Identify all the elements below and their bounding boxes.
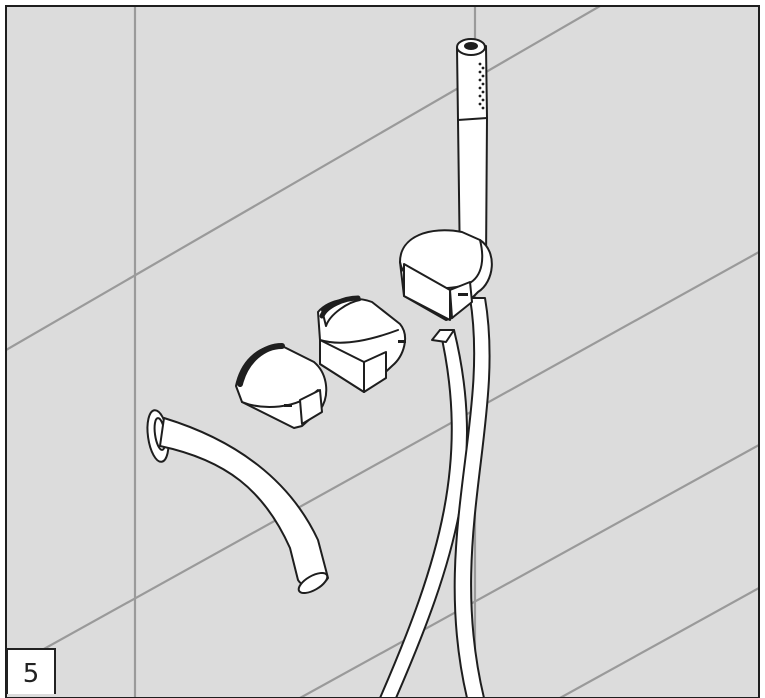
mixer-knob-right <box>317 295 407 393</box>
wall-spout <box>146 409 329 595</box>
mixer-knob-left <box>235 343 328 429</box>
figure-frame <box>5 5 760 698</box>
step-number-box: 5 <box>6 648 56 694</box>
shower-holder <box>399 229 493 321</box>
shower-hose <box>379 297 491 698</box>
step-number: 5 <box>22 659 40 689</box>
spray-nozzles <box>478 62 485 110</box>
